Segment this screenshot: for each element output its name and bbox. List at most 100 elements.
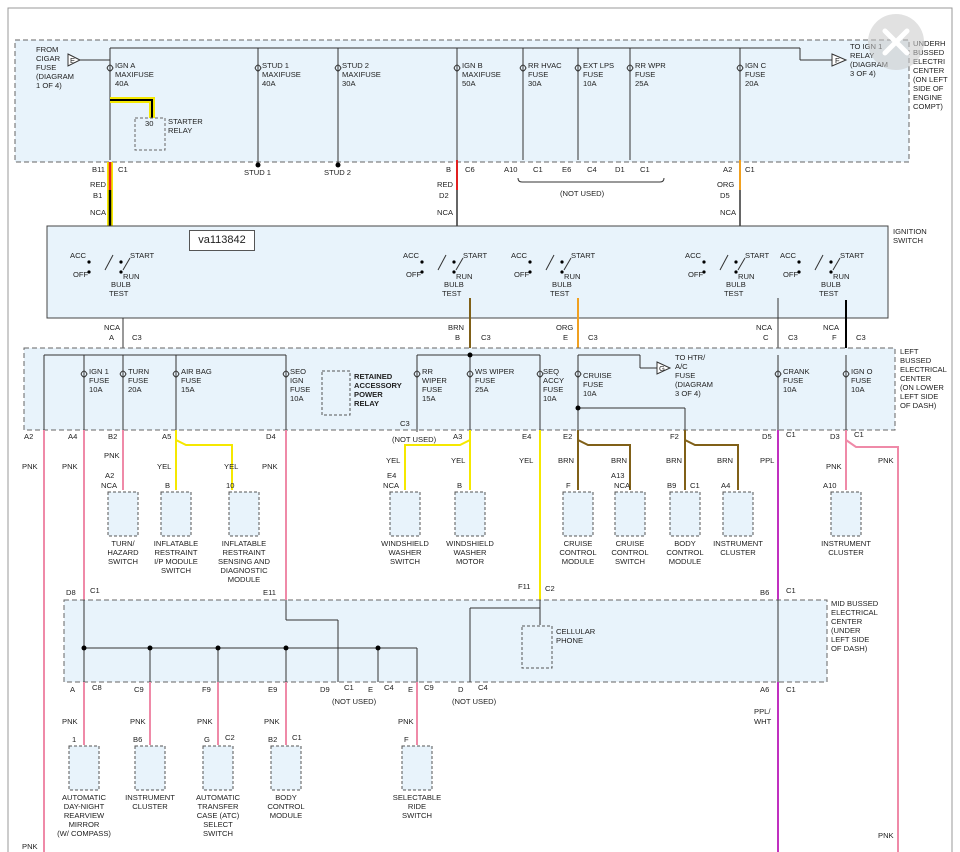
svg-text:F: F	[832, 333, 837, 342]
svg-text:C6: C6	[465, 165, 475, 174]
component-label: BODY	[275, 793, 297, 802]
svg-text:PPL/: PPL/	[754, 707, 771, 716]
svg-text:COMPT): COMPT)	[913, 102, 943, 111]
mbec-side-label: MID BUSSED ELECTRICAL CENTER (UNDER LEFT…	[831, 599, 879, 653]
svg-text:ACCY: ACCY	[543, 376, 564, 385]
component-label: INSTRUMENT	[713, 539, 763, 548]
svg-text:50A: 50A	[462, 79, 476, 88]
mbec-top-pins: D8 C1 E11 F11 C2 B6 C1	[66, 582, 796, 597]
component-label: DAY-NIGHT	[64, 802, 105, 811]
component-label: RIDE	[408, 802, 426, 811]
svg-text:IGN: IGN	[290, 376, 304, 385]
svg-text:BULB: BULB	[444, 280, 464, 289]
svg-text:OFF: OFF	[783, 270, 799, 279]
svg-text:10: 10	[226, 481, 234, 490]
svg-text:CRANK: CRANK	[783, 367, 810, 376]
svg-text:RUN: RUN	[564, 272, 580, 281]
svg-text:IGN C: IGN C	[745, 61, 767, 70]
svg-text:D5: D5	[762, 432, 772, 441]
svg-text:E: E	[368, 685, 373, 694]
component-label: (W/ COMPASS)	[57, 829, 111, 838]
svg-text:(ON LOWER: (ON LOWER	[900, 383, 944, 392]
svg-text:E11: E11	[263, 588, 276, 597]
svg-text:NCA: NCA	[383, 481, 400, 490]
svg-text:SEQ: SEQ	[543, 367, 559, 376]
svg-text:FUSE: FUSE	[675, 371, 695, 380]
svg-text:NCA: NCA	[823, 323, 840, 332]
svg-text:D5: D5	[720, 191, 730, 200]
component-label: SWITCH	[615, 557, 645, 566]
svg-text:PNK: PNK	[262, 462, 278, 471]
svg-text:WS WIPER: WS WIPER	[475, 367, 515, 376]
svg-text:10A: 10A	[583, 389, 597, 398]
svg-text:C9: C9	[134, 685, 144, 694]
svg-text:D: D	[458, 685, 464, 694]
svg-text:(NOT USED): (NOT USED)	[392, 435, 437, 444]
svg-text:RUN: RUN	[456, 272, 472, 281]
svg-text:MAXIFUSE: MAXIFUSE	[342, 70, 381, 79]
svg-text:C1: C1	[786, 430, 796, 439]
component-label: I/P MODULE	[154, 557, 198, 566]
svg-text:RR WPR: RR WPR	[635, 61, 666, 70]
svg-text:10A: 10A	[89, 385, 103, 394]
svg-text:ACC: ACC	[511, 251, 528, 260]
component-label: CASE (ATC)	[197, 811, 240, 820]
svg-text:STARTER: STARTER	[168, 117, 203, 126]
svg-text:25A: 25A	[635, 79, 649, 88]
fuse-ign-a: IGN A MAXIFUSE 40A	[115, 61, 154, 88]
component-label: CRUISE	[564, 539, 593, 548]
svg-text:BULB: BULB	[821, 280, 841, 289]
svg-text:(UNDER: (UNDER	[831, 626, 861, 635]
svg-text:BUSSED: BUSSED	[900, 356, 932, 365]
component-label: CLUSTER	[720, 548, 756, 557]
component-label: WINDSHIELD	[446, 539, 494, 548]
svg-text:NCA: NCA	[437, 208, 454, 217]
svg-text:C3: C3	[400, 419, 410, 428]
svg-text:ACC: ACC	[780, 251, 797, 260]
svg-text:10A: 10A	[783, 385, 797, 394]
svg-text:PNK: PNK	[22, 842, 38, 851]
svg-text:NCA: NCA	[90, 208, 107, 217]
svg-text:UNDERH: UNDERH	[913, 39, 946, 48]
svg-text:C8: C8	[92, 683, 102, 692]
component-label: MODULE	[562, 557, 595, 566]
svg-text:OFF: OFF	[406, 270, 422, 279]
component-label: MODULE	[669, 557, 702, 566]
retained-relay-label: RETAINED ACCESSORY POWER RELAY	[354, 372, 402, 408]
svg-text:B: B	[165, 481, 170, 490]
svg-text:EXT LPS: EXT LPS	[583, 61, 614, 70]
to-htr-label: TO HTR/ A/C FUSE (DIAGRAM 3 OF 4)	[675, 353, 713, 398]
svg-text:FUSE: FUSE	[89, 376, 109, 385]
component-label: SWITCH	[161, 566, 191, 575]
svg-text:25A: 25A	[475, 385, 489, 394]
svg-text:30: 30	[145, 119, 153, 128]
mid-bussed-center	[63, 599, 828, 683]
svg-text:ELECTRI: ELECTRI	[913, 57, 945, 66]
svg-text:YEL: YEL	[519, 456, 533, 465]
svg-text:F: F	[566, 481, 571, 490]
svg-text:C1: C1	[786, 685, 796, 694]
svg-text:LEFT SIDE: LEFT SIDE	[900, 392, 938, 401]
svg-text:ACC: ACC	[70, 251, 87, 260]
svg-text:START: START	[840, 251, 865, 260]
svg-text:C2: C2	[545, 584, 555, 593]
svg-text:RR HVAC: RR HVAC	[528, 61, 562, 70]
mbec-bottom-pins: A C8 C9 F9 E9 D9 C1 E C4 E C9 D C4 A6 C1	[70, 683, 796, 694]
component-label: INSTRUMENT	[125, 793, 175, 802]
svg-text:D1: D1	[615, 165, 625, 174]
component-label: BODY	[674, 539, 696, 548]
svg-text:E4: E4	[522, 432, 531, 441]
svg-text:TEST: TEST	[109, 289, 129, 298]
fuse-ign-b: IGN B MAXIFUSE 50A	[462, 61, 501, 88]
svg-text:ELECTRICAL: ELECTRICAL	[900, 365, 947, 374]
svg-text:MID BUSSED: MID BUSSED	[831, 599, 879, 608]
svg-text:START: START	[745, 251, 770, 260]
svg-text:IGN B: IGN B	[462, 61, 483, 70]
svg-text:C3: C3	[481, 333, 491, 342]
component-label: RESTRAINT	[222, 548, 265, 557]
close-button[interactable]	[868, 14, 924, 70]
svg-text:FUSE: FUSE	[128, 376, 148, 385]
svg-text:A: A	[70, 685, 76, 694]
